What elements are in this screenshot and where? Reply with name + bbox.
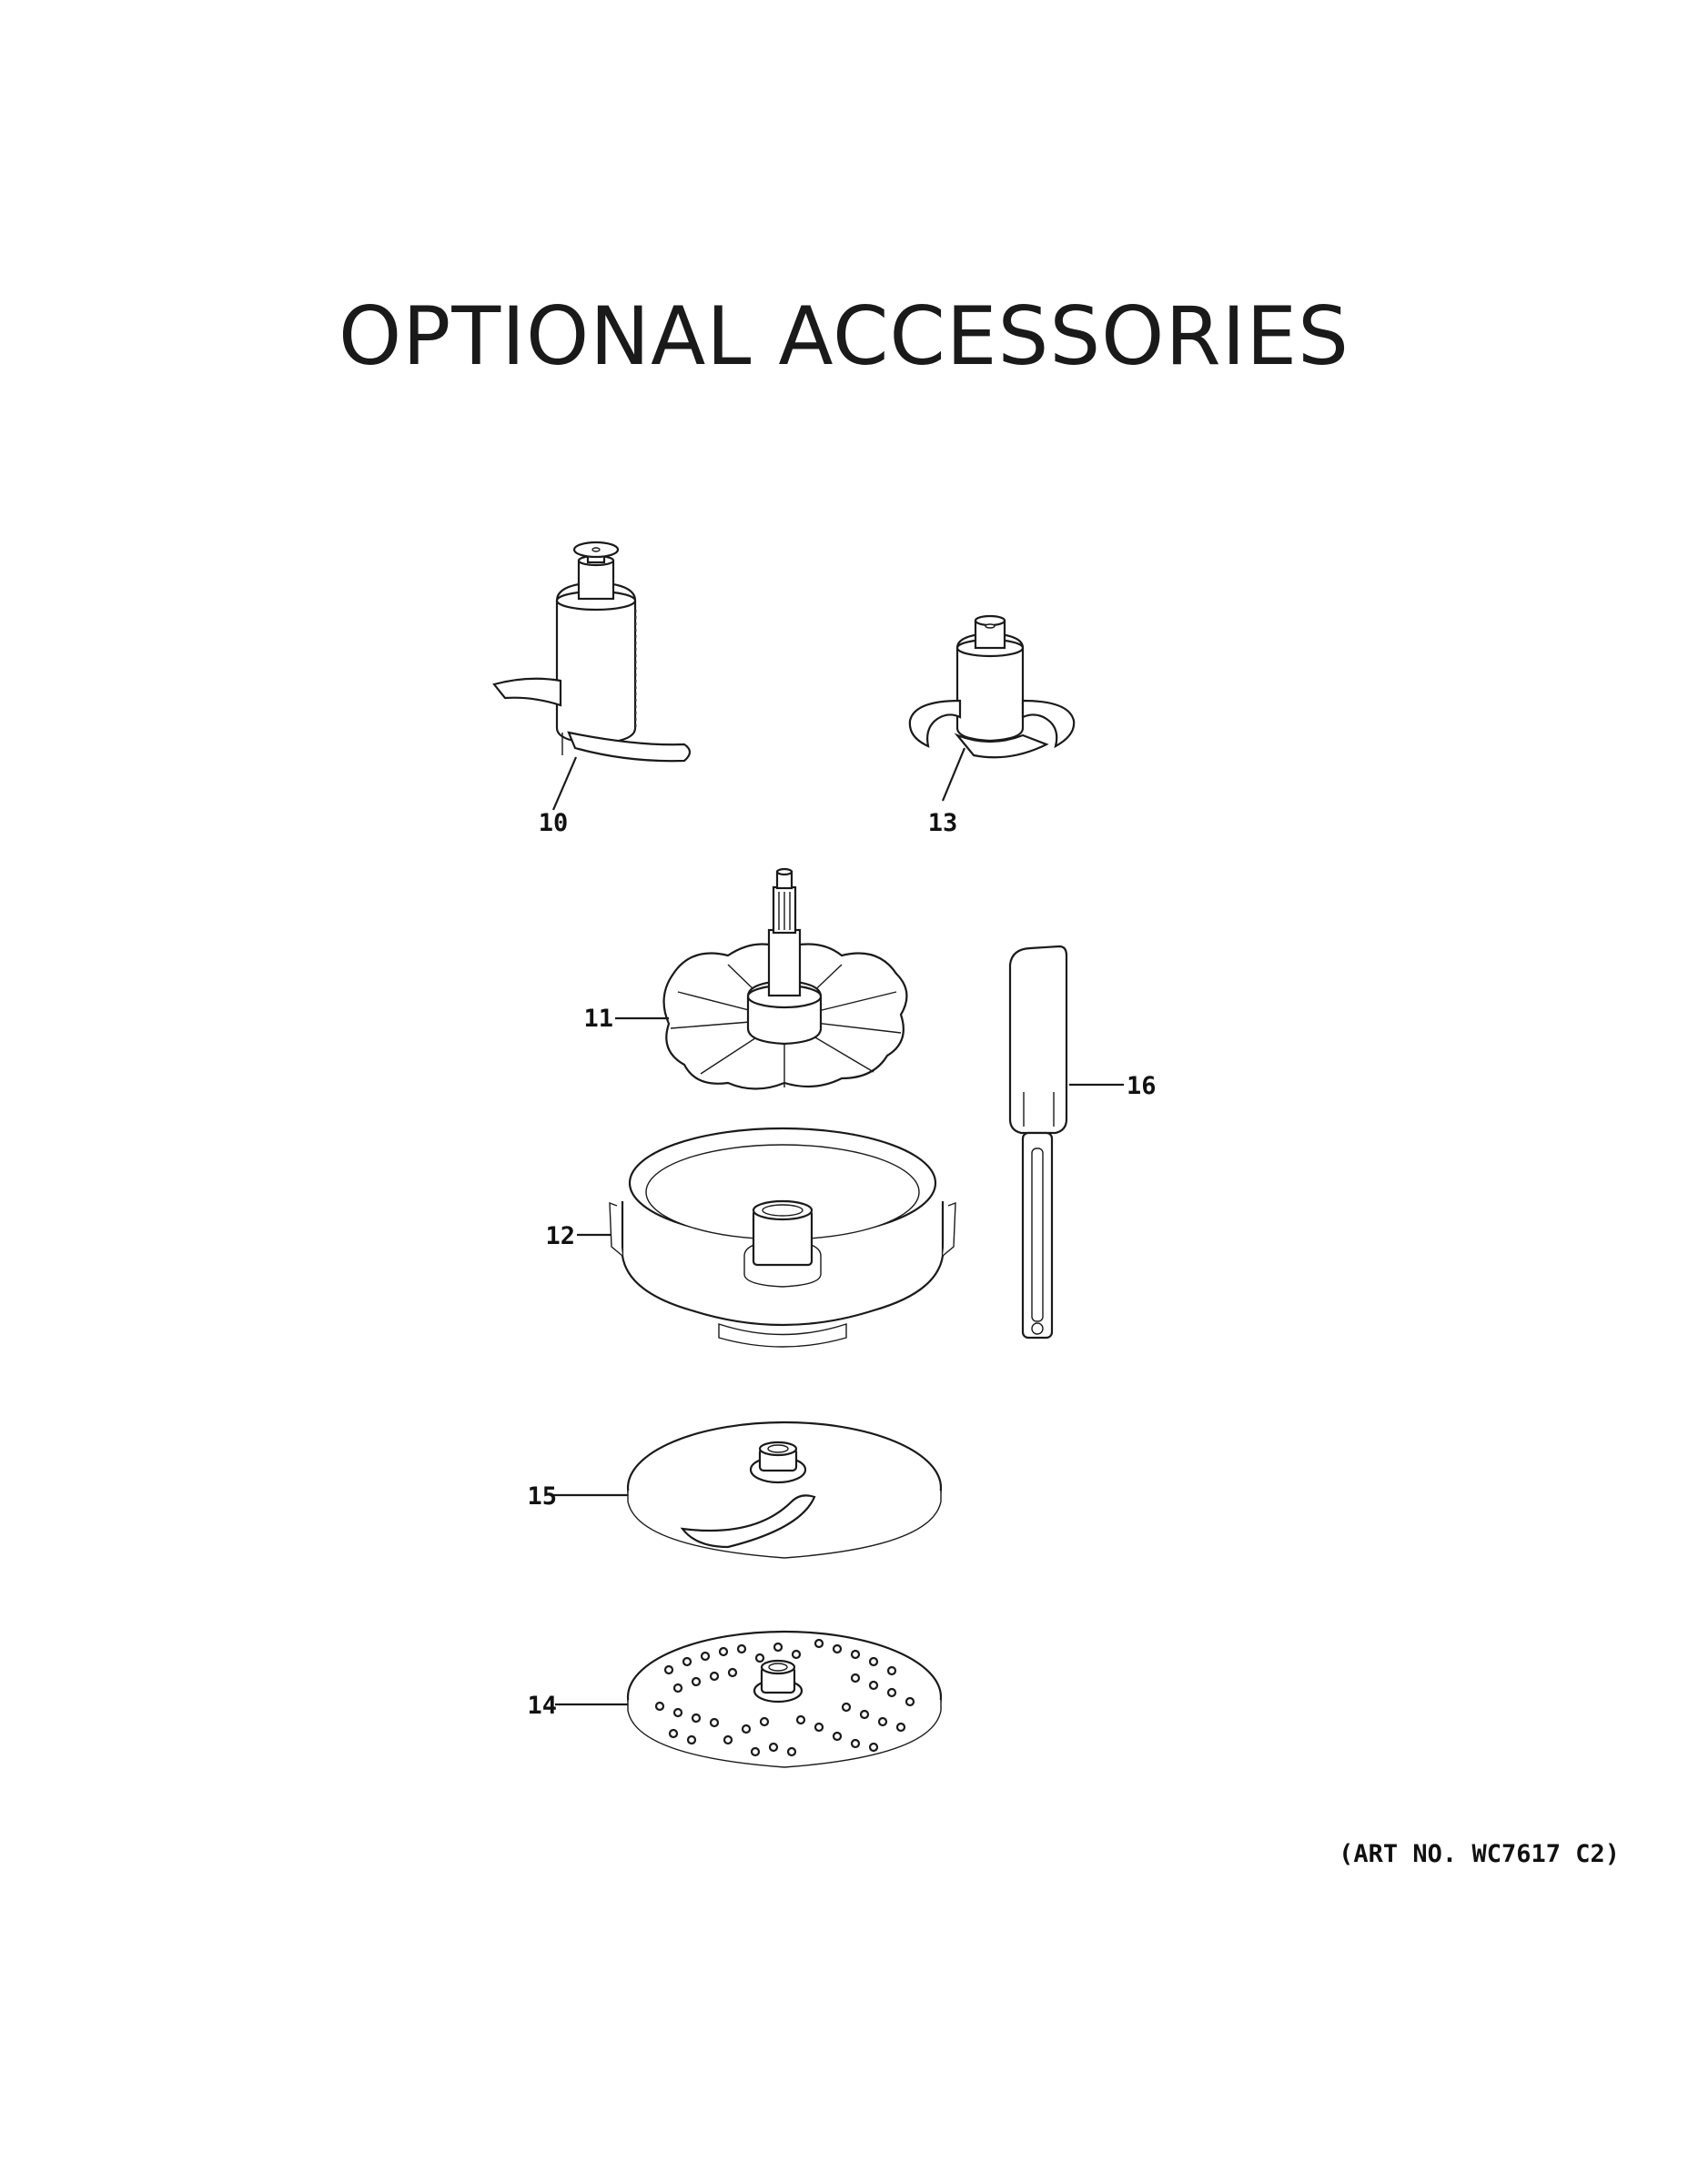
callout-15: 15 xyxy=(527,1482,557,1511)
page-title: OPTIONAL ACCESSORIES xyxy=(338,289,1350,383)
callout-12: 12 xyxy=(545,1222,575,1250)
spatula-icon[interactable] xyxy=(1008,945,1068,1340)
callout-14: 14 xyxy=(527,1692,557,1720)
callout-10: 10 xyxy=(539,809,569,837)
callout-11: 11 xyxy=(583,1005,613,1033)
slicing-disc-icon[interactable] xyxy=(626,1421,943,1559)
chopping-blade-icon[interactable] xyxy=(492,541,692,763)
emulsifying-disc-icon[interactable] xyxy=(662,867,908,1090)
dough-blade-icon[interactable] xyxy=(908,614,1076,759)
art-number: (ART NO. WC7617 C2) xyxy=(1339,1840,1620,1868)
shredding-disc-icon[interactable] xyxy=(626,1630,943,1768)
disc-holder-bowl-icon[interactable] xyxy=(609,1127,956,1348)
callout-16: 16 xyxy=(1127,1072,1157,1100)
callout-13: 13 xyxy=(928,809,958,837)
